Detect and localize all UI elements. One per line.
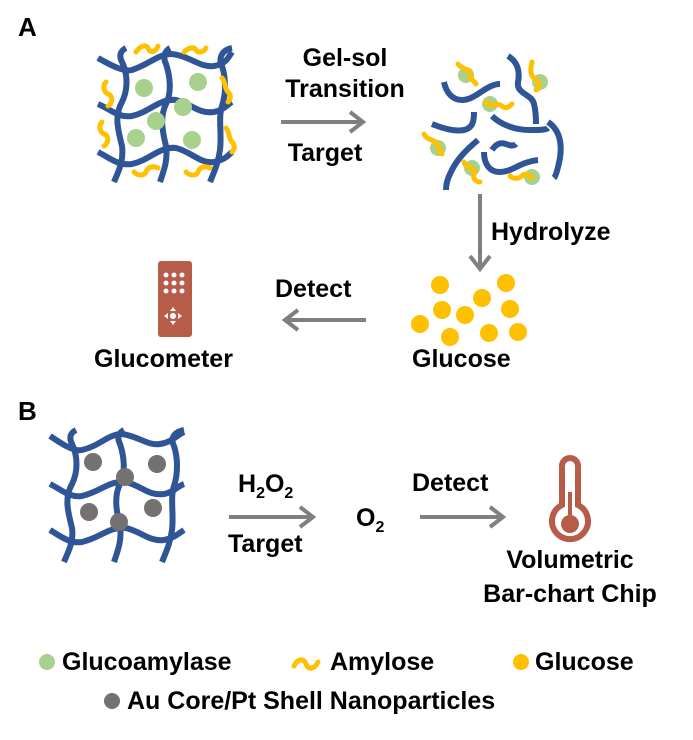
glucoamylase-particle: [183, 131, 201, 149]
label-o2: O2: [356, 504, 385, 536]
legend-amylose-icon: [291, 657, 321, 671]
label-detect-b: Detect: [412, 469, 489, 497]
glucose-particle: [431, 276, 449, 294]
legend-glucoamylase-label: Glucoamylase: [62, 648, 232, 676]
nanoparticle: [110, 513, 128, 531]
amylose-chain: [507, 171, 535, 181]
nanoparticle: [144, 499, 162, 517]
panel-label-a: A: [18, 12, 37, 42]
thermometer-icon: [549, 455, 591, 543]
label-gel-sol: Gel-sol: [302, 44, 388, 72]
arrow-gel-sol-transition: [281, 110, 367, 134]
glucose-particle: [441, 328, 459, 346]
hydrogel-nanoparticles-b: [48, 427, 186, 564]
glucose-particle: [509, 323, 527, 341]
nanoparticle: [84, 453, 102, 471]
glucoamylase-particle: [189, 73, 207, 91]
amylose-chain: [483, 99, 515, 111]
glucose-particle: [497, 274, 515, 292]
legend-glucoamylase-icon: [39, 654, 55, 670]
nanoparticle: [80, 503, 98, 521]
glucose-particle: [501, 300, 519, 318]
label-glucometer: Glucometer: [94, 345, 233, 373]
amylose-chain: [133, 43, 161, 55]
glucoamylase-particle: [127, 129, 145, 147]
glucose-particle: [480, 324, 498, 342]
legend-nanoparticle-label: Au Core/Pt Shell Nanoparticles: [127, 687, 496, 715]
legend-glucose-label: Glucose: [535, 648, 634, 676]
glucose-particle: [411, 315, 429, 333]
glucoamylase-particle: [147, 112, 165, 130]
amylose-chain: [131, 164, 161, 178]
legend-amylose-label: Amylose: [330, 648, 435, 676]
nanoparticle: [148, 455, 166, 473]
amylose-chain: [455, 61, 479, 87]
arrow-hydrolyze: [468, 194, 492, 273]
glucose-particle: [456, 306, 474, 324]
glucoamylase-particle: [135, 79, 153, 97]
amylose-chain: [101, 79, 115, 109]
glucose-particle: [473, 289, 491, 307]
legend-nanoparticle-icon: [104, 693, 120, 709]
label-h2o2: H2O2: [238, 470, 294, 502]
glucometer-icon: [158, 261, 192, 337]
amylose-chain: [183, 164, 213, 178]
label-target-a: Target: [287, 139, 363, 167]
legend-glucose-icon: [513, 654, 529, 670]
amylose-chain: [223, 125, 237, 155]
arrow-detect-b: [420, 505, 507, 529]
glucoamylase-particle: [174, 98, 192, 116]
hydrogel-intact-a: [96, 43, 237, 184]
arrow-h2o2-target: [229, 505, 317, 529]
label-volumetric: Volumetric: [506, 546, 634, 574]
hydrogel-broken-a: [421, 53, 564, 191]
arrow-detect-a: [281, 308, 366, 332]
label-detect-a: Detect: [275, 275, 352, 303]
amylose-chain: [461, 159, 483, 185]
amylose-chain: [181, 45, 209, 55]
label-transition: Transition: [285, 75, 405, 103]
glucose-particle: [433, 301, 451, 319]
label-hydrolyze: Hydrolyze: [491, 218, 611, 246]
panel-label-b: B: [18, 396, 37, 426]
amylose-chain: [219, 75, 233, 105]
label-target-b: Target: [228, 530, 303, 558]
glucose-cluster: [411, 274, 527, 346]
label-bar-chart-chip: Bar-chart Chip: [483, 580, 657, 608]
nanoparticle: [116, 468, 134, 486]
amylose-chain: [97, 119, 111, 149]
amylose-chain: [528, 59, 542, 93]
amylose-chain: [421, 131, 445, 157]
label-glucose: Glucose: [412, 345, 511, 373]
